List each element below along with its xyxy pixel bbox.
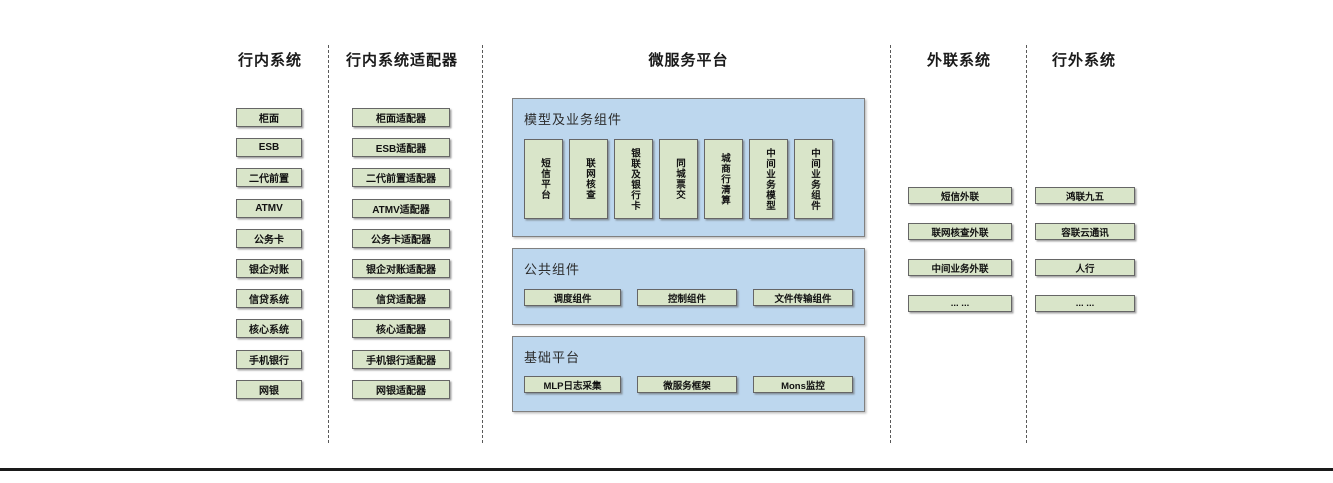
base-platform-row: MLP日志采集 微服务框架 Mons监控	[513, 376, 864, 393]
model-component-box: 中间业务模型	[749, 139, 788, 219]
column-divider	[890, 45, 891, 443]
base-platform-box: 微服务框架	[637, 376, 737, 393]
external-system-box: 人行	[1035, 259, 1135, 276]
base-platform-box: Mons监控	[753, 376, 853, 393]
panel-title: 模型及业务组件	[524, 112, 623, 127]
internal-system-box: 柜面	[236, 108, 302, 127]
column-title-outbound-systems: 外联系统	[926, 52, 991, 69]
adapter-box: 柜面适配器	[352, 108, 450, 127]
model-component-box: 短信平台	[524, 139, 563, 219]
panel-common-components: 公共组件 调度组件 控制组件 文件传输组件	[512, 248, 865, 325]
external-system-box: 容联云通讯	[1035, 223, 1135, 240]
panel-title: 基础平台	[524, 350, 581, 365]
external-system-box: 鸿联九五	[1035, 187, 1135, 204]
common-component-box: 调度组件	[524, 289, 621, 306]
column-divider	[328, 45, 329, 443]
common-component-box: 控制组件	[637, 289, 737, 306]
outbound-system-box: 中间业务外联	[908, 259, 1012, 276]
panel-base-platform: 基础平台 MLP日志采集 微服务框架 Mons监控	[512, 336, 865, 412]
internal-system-box: 信贷系统	[236, 289, 302, 309]
internal-system-box: ATMV	[236, 198, 302, 218]
external-systems-list: 鸿联九五 容联云通讯 人行 ... ...	[1035, 187, 1135, 312]
internal-system-box: 核心系统	[236, 319, 302, 339]
outbound-systems-list: 短信外联 联网核查外联 中间业务外联 ... ...	[908, 187, 1012, 312]
adapter-box: 公务卡适配器	[352, 228, 450, 248]
column-divider	[482, 45, 483, 443]
adapter-list: 柜面适配器 ESB适配器 二代前置适配器 ATMV适配器 公务卡适配器 银企对账…	[352, 108, 450, 399]
internal-system-box: 手机银行	[236, 349, 302, 369]
panel-model-business-components: 模型及业务组件 短信平台 联网核查 银联及银行卡 同城票交 城商行清算 中间业务…	[512, 98, 865, 237]
column-title-internal-adapters: 行内系统适配器	[345, 52, 458, 69]
column-title-external-systems: 行外系统	[1051, 52, 1116, 69]
column-title-internal-systems: 行内系统	[237, 52, 302, 69]
column-title-microservice-platform: 微服务平台	[648, 52, 729, 69]
external-system-box: ... ...	[1035, 295, 1135, 312]
model-components-row: 短信平台 联网核查 银联及银行卡 同城票交 城商行清算 中间业务模型 中间业务组…	[524, 139, 833, 219]
model-component-box: 联网核查	[569, 139, 608, 219]
adapter-box: 手机银行适配器	[352, 349, 450, 369]
adapter-box: 核心适配器	[352, 319, 450, 339]
internal-systems-list: 柜面 ESB 二代前置 ATMV 公务卡 银企对账 信贷系统 核心系统 手机银行…	[236, 108, 302, 399]
model-component-box: 中间业务组件	[794, 139, 833, 219]
internal-system-box: 二代前置	[236, 168, 302, 188]
adapter-box: 二代前置适配器	[352, 168, 450, 188]
internal-system-box: 公务卡	[236, 228, 302, 248]
internal-system-box: 网银	[236, 379, 302, 399]
adapter-box: ESB适配器	[352, 138, 450, 158]
base-platform-box: MLP日志采集	[524, 376, 621, 393]
bottom-rule	[0, 468, 1333, 471]
common-component-box: 文件传输组件	[753, 289, 853, 306]
adapter-box: 信贷适配器	[352, 289, 450, 309]
internal-system-box: ESB	[236, 138, 302, 158]
outbound-system-box: 短信外联	[908, 187, 1012, 204]
adapter-box: ATMV适配器	[352, 198, 450, 218]
panel-title: 公共组件	[524, 262, 581, 277]
internal-system-box: 银企对账	[236, 258, 302, 278]
outbound-system-box: 联网核查外联	[908, 223, 1012, 240]
adapter-box: 网银适配器	[352, 379, 450, 399]
adapter-box: 银企对账适配器	[352, 258, 450, 278]
model-component-box: 同城票交	[659, 139, 698, 219]
common-components-row: 调度组件 控制组件 文件传输组件	[513, 289, 864, 306]
model-component-box: 城商行清算	[704, 139, 743, 219]
outbound-system-box: ... ...	[908, 295, 1012, 312]
column-divider	[1026, 45, 1027, 443]
model-component-box: 银联及银行卡	[614, 139, 653, 219]
